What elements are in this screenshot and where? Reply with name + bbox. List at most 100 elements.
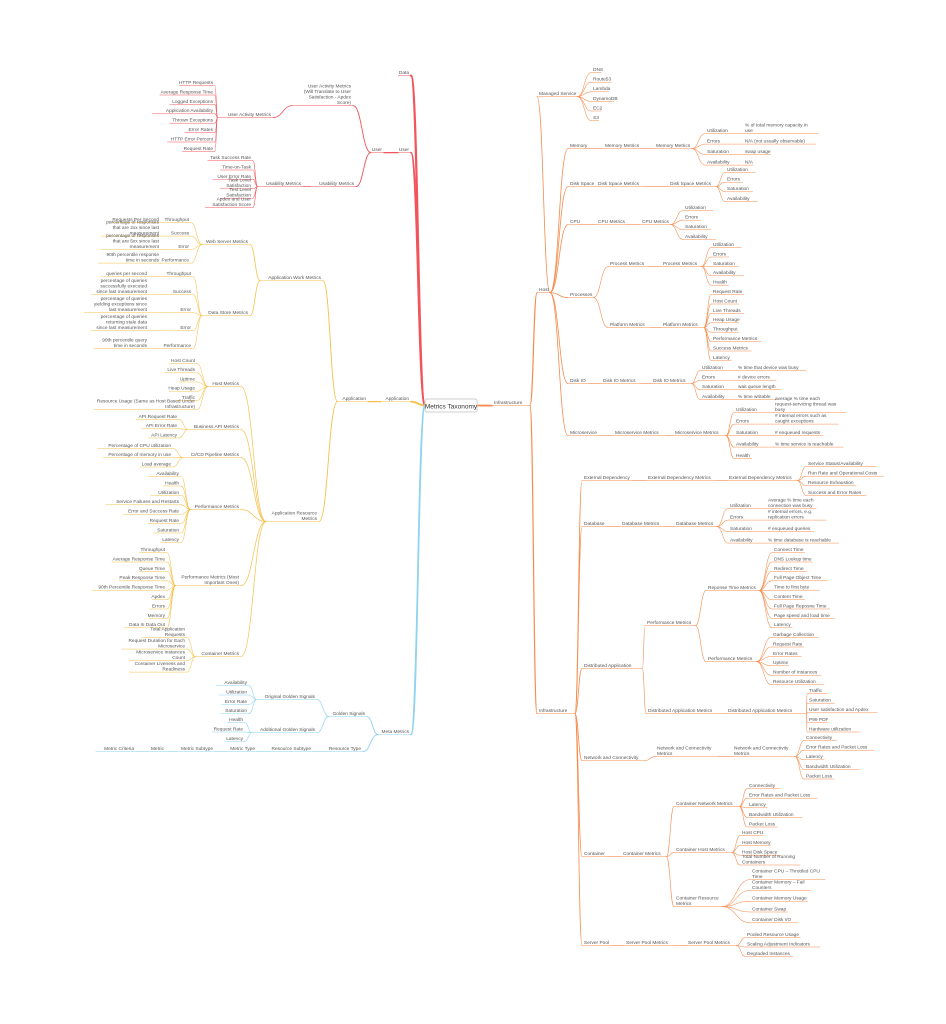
- node-throughput[interactable]: Throughput: [164, 217, 189, 223]
- node-internal-errors-e-g-replication-errors[interactable]: # internal errors, e.g.replication error…: [768, 509, 812, 521]
- node-availability[interactable]: Availability: [224, 680, 247, 686]
- node-host-metrics[interactable]: Host Metrics: [212, 381, 239, 387]
- node-metric-criteria[interactable]: Metric Criteria: [104, 746, 134, 752]
- node-container-swap[interactable]: Container Swap: [752, 906, 786, 912]
- node-enqueued-requests[interactable]: # enqueued requests: [775, 430, 821, 436]
- node-requests-per-second[interactable]: Requests Per Second: [112, 217, 159, 223]
- node-queries-per-second[interactable]: queries per second: [106, 271, 147, 277]
- node-saturation[interactable]: Saturation: [702, 384, 724, 390]
- node-metric[interactable]: Metric: [151, 746, 165, 752]
- node-dns[interactable]: DNS: [593, 67, 603, 73]
- node-time-to-first-byte[interactable]: Time to first byte: [774, 585, 810, 591]
- node-external-dependency[interactable]: External Dependency: [584, 475, 630, 481]
- node-host-cpu[interactable]: Host CPU: [742, 830, 764, 836]
- node-p99-pdf[interactable]: P99 PDF: [809, 717, 829, 723]
- node-device-errors[interactable]: # device errors: [738, 375, 770, 381]
- node-utilization[interactable]: Utilization: [685, 205, 706, 211]
- node-throughput[interactable]: Throughput: [713, 327, 738, 333]
- node-performance-metrics[interactable]: Performance Metrics: [713, 336, 758, 342]
- node-utilization[interactable]: Utilization: [727, 167, 748, 173]
- node-external-dependency-metrics[interactable]: External Dependency Metrics: [729, 475, 792, 481]
- node-service-failures-and-restarts[interactable]: Service Failures and Restarts: [116, 499, 180, 505]
- node-live-threads[interactable]: Live Threads: [167, 367, 195, 373]
- node-web-server-metrics[interactable]: Web Server Metrics: [206, 239, 249, 245]
- node-health[interactable]: Health: [713, 280, 727, 286]
- node-time-on-task[interactable]: Time-on-Task: [222, 164, 251, 170]
- node-bandwidth-utilization[interactable]: Bandwidth Utilization: [749, 812, 794, 818]
- node-microservice-metrics[interactable]: Microservice Metrics: [615, 430, 659, 436]
- node-application[interactable]: Application: [386, 396, 410, 402]
- node-platform-metrics[interactable]: Platform Metrics: [610, 322, 645, 328]
- node-infrastructure[interactable]: Infrastructure: [494, 400, 523, 406]
- node-connectivity[interactable]: Connectivity: [749, 783, 776, 789]
- node-distributed-application[interactable]: Distributed Application: [584, 663, 632, 669]
- node-n-a-not-usually-observable[interactable]: N/A (not usually observable): [745, 139, 805, 145]
- node-logged-exceptions[interactable]: Logged Exceptions: [172, 99, 213, 105]
- node-container-memory-usage[interactable]: Container Memory Usage: [752, 896, 807, 902]
- node-apdex[interactable]: Apdex: [151, 594, 165, 600]
- node-infrastructure[interactable]: Infrastructure: [539, 708, 568, 714]
- node-heap-usage[interactable]: Heap Usage: [168, 386, 195, 392]
- node-percentage-of-cpu-utilization[interactable]: Percentage of CPU utilization: [108, 443, 171, 449]
- node-disk-space-metrics[interactable]: Disk Space Metrics: [670, 181, 712, 187]
- node-metric-type[interactable]: Metric Type: [230, 746, 255, 752]
- node-utilization[interactable]: Utilization: [226, 689, 247, 695]
- node-database[interactable]: Database: [584, 521, 605, 527]
- node-golden-signals[interactable]: Golden Signals: [332, 711, 365, 717]
- node-dynamodb[interactable]: DynamoDB: [593, 96, 618, 102]
- node-metric-subtype[interactable]: Metric Subtype: [181, 746, 213, 752]
- node-latency[interactable]: Latency: [226, 736, 243, 742]
- node-business-api-metrics[interactable]: Business API Metrics: [194, 424, 240, 430]
- node-error-rates[interactable]: Error Rates: [188, 127, 213, 133]
- node-container-network-metrics[interactable]: Container Network Metrics: [676, 801, 733, 807]
- node-health[interactable]: Health: [736, 453, 750, 459]
- node-run-rate-and-operational-costs[interactable]: Run Rate and Operational Costs: [808, 471, 878, 477]
- node-resource-type[interactable]: Resource Type: [329, 746, 362, 752]
- node-request-rate[interactable]: Request Rate: [184, 146, 214, 152]
- node-saturation[interactable]: Saturation: [713, 261, 735, 267]
- node-success-and-error-rates[interactable]: Success and Error Rates: [808, 490, 862, 496]
- node-request-rate[interactable]: Request Rate: [773, 641, 803, 647]
- node-microservice[interactable]: Microservice: [570, 430, 597, 436]
- node-http-error-percent[interactable]: HTTP Error Percent: [171, 136, 214, 142]
- node-uptime[interactable]: Uptime: [773, 660, 789, 666]
- node-performance-metrics[interactable]: Performance Metrics: [708, 656, 753, 662]
- node-availability[interactable]: Availability: [156, 471, 179, 477]
- node-additional-golden-signals[interactable]: Additional Golden Signals: [260, 727, 316, 733]
- node-traffic[interactable]: Traffic: [809, 688, 823, 694]
- node-saturation[interactable]: Saturation: [736, 430, 758, 436]
- node-disk-io[interactable]: Disk IO: [570, 378, 586, 384]
- node-full-page-object-time[interactable]: Full Page Object Time: [774, 575, 822, 581]
- node-latency[interactable]: Latency: [774, 622, 791, 628]
- node-application-availability[interactable]: Application Availability: [166, 108, 214, 114]
- node-resource-usage-same-as-host-based-under-[interactable]: Resource Usage (Same as Host Based Under…: [97, 398, 196, 410]
- node-performance[interactable]: Performance: [162, 258, 190, 264]
- node-queue-time[interactable]: Queue Time: [139, 566, 165, 572]
- node-user-satisfaction-and-apdex[interactable]: User satisfaction and Apdex: [809, 707, 869, 713]
- node-utilization[interactable]: Utilization: [736, 407, 757, 413]
- node-time-database-is-reachable[interactable]: % time database is reachable: [768, 538, 831, 544]
- node-meta-metrics[interactable]: Meta Metrics: [382, 729, 410, 735]
- node-n-a[interactable]: N/A: [745, 160, 754, 166]
- node-container-metrics[interactable]: Container Metrics: [623, 851, 661, 857]
- node-pooled-resource-usage[interactable]: Pooled Resource Usage: [747, 932, 799, 938]
- node-average-response-time[interactable]: Average Response Time: [113, 556, 166, 562]
- node-hardware-utilization[interactable]: Hardware utilization: [809, 726, 851, 732]
- node-peak-response-time[interactable]: Peak Response Time: [119, 575, 165, 581]
- node-enqueued-queries[interactable]: # enqueued queries: [768, 526, 811, 532]
- node-original-golden-signals[interactable]: Original Golden Signals: [265, 694, 316, 700]
- node-availability[interactable]: Availability: [685, 234, 708, 240]
- node-resource-exhaustion[interactable]: Resource Exhaustion: [808, 480, 854, 486]
- node-host-disk-space[interactable]: Host Disk Space: [742, 850, 778, 856]
- node-saturation[interactable]: Saturation: [730, 526, 752, 532]
- node-time-that-device-was-busy[interactable]: % time that device was busy: [738, 365, 799, 371]
- node-network-and-connectivity[interactable]: Network and Connectivity: [584, 755, 639, 761]
- node-packet-loss[interactable]: Packet Loss: [749, 821, 776, 827]
